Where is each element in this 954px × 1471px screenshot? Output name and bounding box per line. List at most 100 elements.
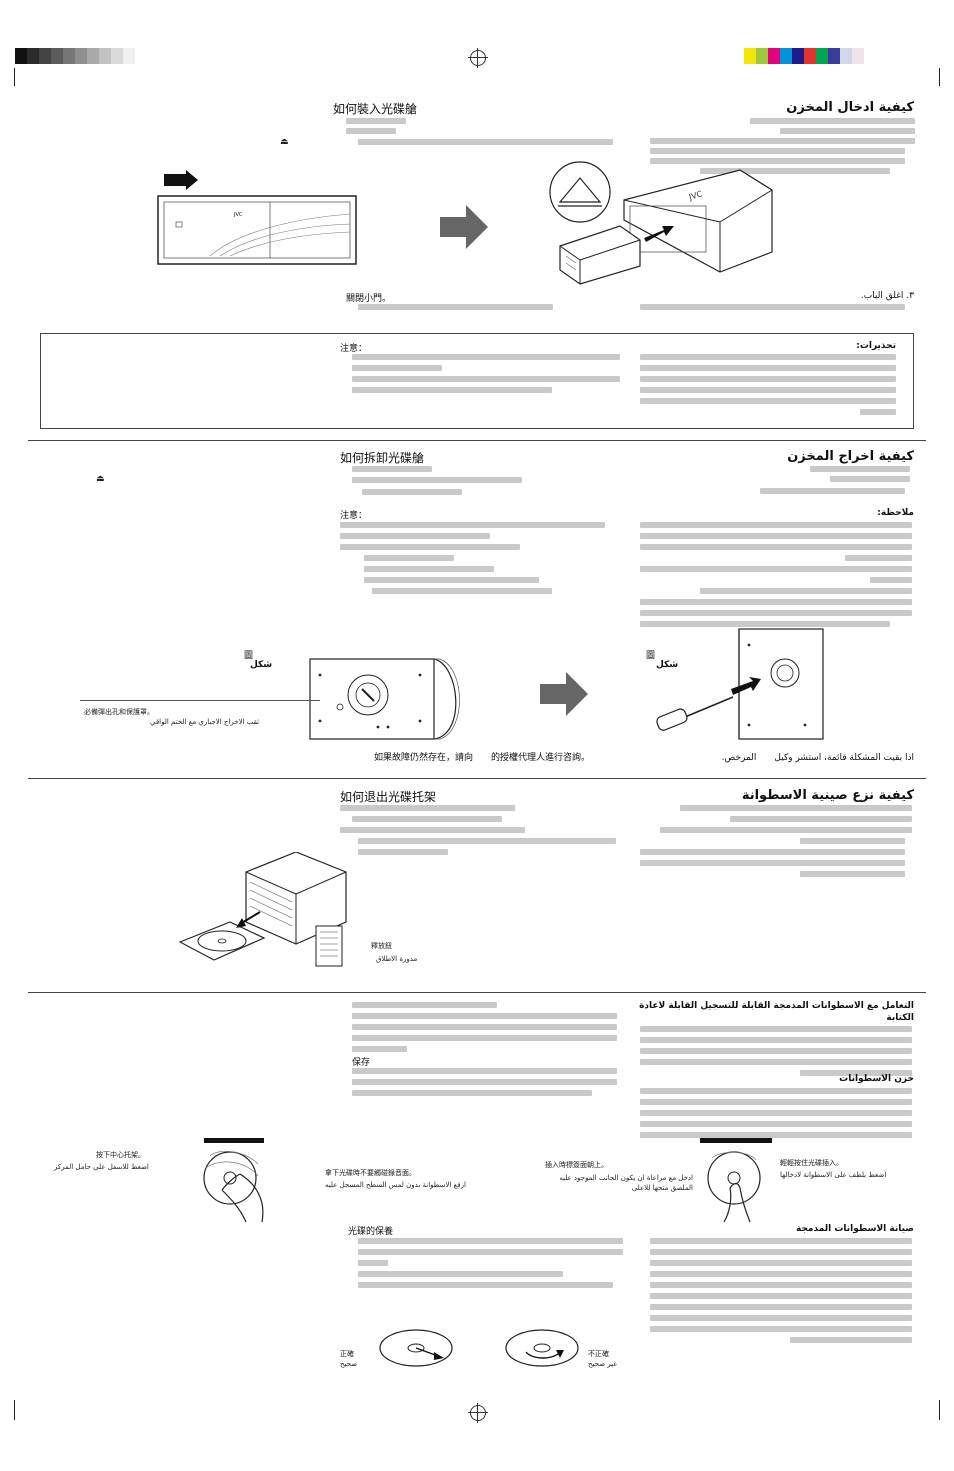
text-line [650, 1249, 912, 1255]
text-line [340, 544, 520, 550]
step-arrow [440, 205, 488, 249]
text-line [800, 1070, 912, 1076]
incorrect-wiping-disc-illustration [505, 1329, 579, 1367]
registration-swatch-1 [756, 48, 768, 64]
text-line [352, 365, 442, 371]
text-line [352, 1068, 617, 1074]
text-line [352, 466, 432, 472]
text-line [780, 128, 915, 134]
care-title-zh: 光碟的保養 [348, 1227, 394, 1237]
registration-swatch-9 [852, 48, 864, 64]
text-line [364, 555, 454, 561]
incorrect-label-ar: غير صحيح [588, 1360, 617, 1368]
text-line [650, 138, 915, 144]
text-line [650, 1293, 912, 1299]
note-label-ar: ملاحظة: [877, 508, 914, 518]
eject-hole-label-zh: 必備彈出孔和保護罩。 [84, 708, 154, 716]
label-side-up-ar: ادخل مع مراعاة ان يكون الجانب الموجود عل… [559, 1174, 693, 1192]
text-line [845, 555, 912, 561]
text-line [364, 566, 494, 572]
cd-changer-front-illustration: JVC [157, 170, 357, 265]
insert-gently-label-ar: اضغط بلطف على الاسطوانة لادخالها [780, 1171, 887, 1179]
text-line [358, 838, 616, 844]
color-registration-bar [744, 48, 864, 64]
text-line [352, 477, 522, 483]
text-line [640, 599, 912, 605]
text-line [352, 816, 502, 822]
tray-title-zh: 如何退出光碟托架 [340, 790, 437, 804]
screwdriver-eject-illustration [656, 628, 824, 740]
text-line [680, 805, 912, 811]
label-side-up-zh: 插入時標簽面朝上。 [545, 1161, 608, 1169]
text-line [790, 1337, 912, 1343]
text-line [352, 1046, 407, 1052]
text-line [650, 1271, 912, 1277]
text-line [352, 1013, 617, 1019]
text-line [364, 577, 539, 583]
text-line [640, 1059, 912, 1065]
text-line [346, 128, 396, 134]
cdr-heading-ar: التعامل مع الاسطوانات المدمجة القابلة لل… [639, 1001, 914, 1023]
text-line [358, 1282, 613, 1288]
text-line [352, 1090, 592, 1096]
registration-swatch-4 [63, 48, 75, 64]
figure-label-ar-left: شكل [250, 660, 273, 670]
text-line [650, 158, 905, 164]
registration-swatch-2 [768, 48, 780, 64]
text-line [372, 588, 552, 594]
eject-icon: ⏏ [96, 474, 105, 484]
text-line [640, 566, 912, 572]
text-line [800, 838, 905, 844]
text-line [640, 1121, 912, 1127]
text-line [640, 533, 912, 539]
release-button-label-ar: مدورة الاطلاق [376, 955, 418, 963]
text-line [352, 1079, 617, 1085]
correct-label-ar: صحيح [340, 1360, 358, 1368]
section-divider [28, 992, 926, 993]
figure-label-zh-left: 圖 [244, 651, 254, 661]
eject-hole-panel-illustration [309, 658, 460, 740]
caution-box [40, 333, 914, 429]
crop-mark [939, 68, 940, 86]
text-line [650, 1326, 912, 1332]
callout-line [80, 700, 320, 701]
tray-title-ar: كيفية نزع صينية الاسطوانة [741, 788, 914, 803]
svg-text:JVC: JVC [687, 189, 704, 202]
text-line [650, 148, 905, 154]
figure-label-ar-right: شكل [656, 660, 679, 670]
registration-swatch-3 [780, 48, 792, 64]
text-line [340, 827, 525, 833]
text-line [640, 1099, 912, 1105]
consult-dealer-zh: 如果故障仍然存在，請向 的授權代理人進行咨詢。 [374, 753, 591, 763]
registration-swatch-0 [15, 48, 27, 64]
press-center-holder-illustration [203, 1138, 264, 1223]
text-line [358, 304, 553, 310]
storage-label-zh: 保存 [352, 1058, 371, 1068]
text-line [760, 488, 905, 494]
section-divider [28, 778, 926, 779]
text-line [340, 533, 490, 539]
text-line [650, 1304, 912, 1310]
text-line [730, 816, 912, 822]
text-line [640, 365, 896, 371]
eject-hole-label-ar: ثقب الاخراج الاجباري مع الختم الواقي [150, 718, 260, 726]
text-line [800, 871, 905, 877]
text-line [810, 466, 910, 472]
registration-swatch-7 [828, 48, 840, 64]
text-line [352, 376, 620, 382]
registration-swatch-3 [51, 48, 63, 64]
text-line [352, 1024, 617, 1030]
text-line [358, 1238, 623, 1244]
text-line [660, 827, 912, 833]
text-line [650, 1260, 912, 1266]
incorrect-label-zh: 不正確 [588, 1350, 609, 1358]
text-line [650, 1238, 912, 1244]
text-line [640, 1026, 912, 1032]
crop-mark [939, 1400, 940, 1420]
registration-swatch-2 [39, 48, 51, 64]
text-line [358, 1249, 623, 1255]
text-line [352, 1035, 617, 1041]
press-center-label-zh: 按下中心托架。 [96, 1151, 145, 1159]
correct-label-zh: 正確 [340, 1350, 354, 1358]
crop-mark [14, 68, 15, 86]
